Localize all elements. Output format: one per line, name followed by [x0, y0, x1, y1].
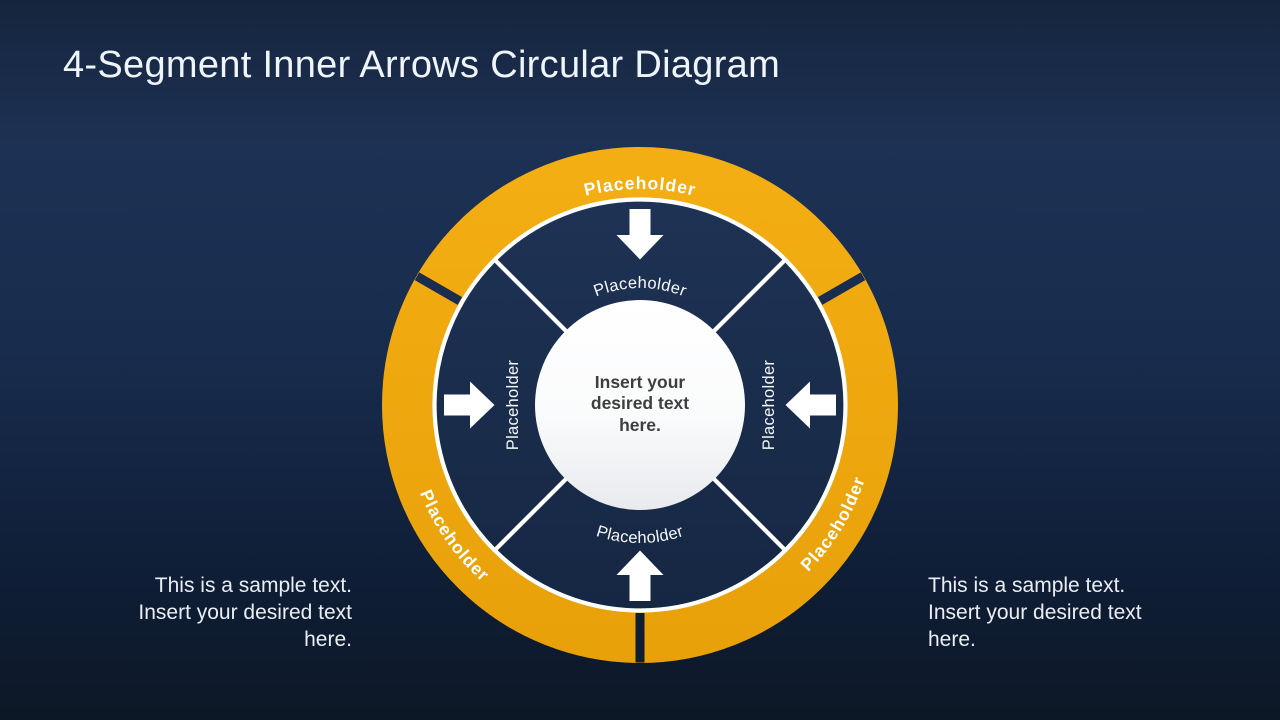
caption-left: This is a sample text. Insert your desir…: [52, 572, 352, 653]
center-text: Insert your desired text here.: [565, 372, 715, 436]
caption-line: This is a sample text.: [928, 574, 1126, 597]
caption-line: Insert your desired text: [138, 601, 352, 624]
center-text-line: Insert your: [594, 371, 686, 392]
slide-title: 4-Segment Inner Arrows Circular Diagram: [63, 44, 781, 86]
caption-line: here.: [928, 628, 976, 651]
center-text-line: desired text: [590, 393, 690, 414]
caption-right: This is a sample text. Insert your desir…: [928, 572, 1228, 653]
inner-label-left: Placeholder: [504, 360, 522, 451]
center-text-line: here.: [619, 414, 661, 435]
center-circle: [535, 300, 745, 510]
caption-line: This is a sample text.: [154, 574, 352, 597]
inner-label-right: Placeholder: [760, 360, 778, 451]
caption-line: here.: [304, 628, 352, 651]
circular-diagram: Placeholder Placeholder Placeholder Plac…: [382, 147, 898, 663]
caption-line: Insert your desired text: [928, 601, 1142, 624]
